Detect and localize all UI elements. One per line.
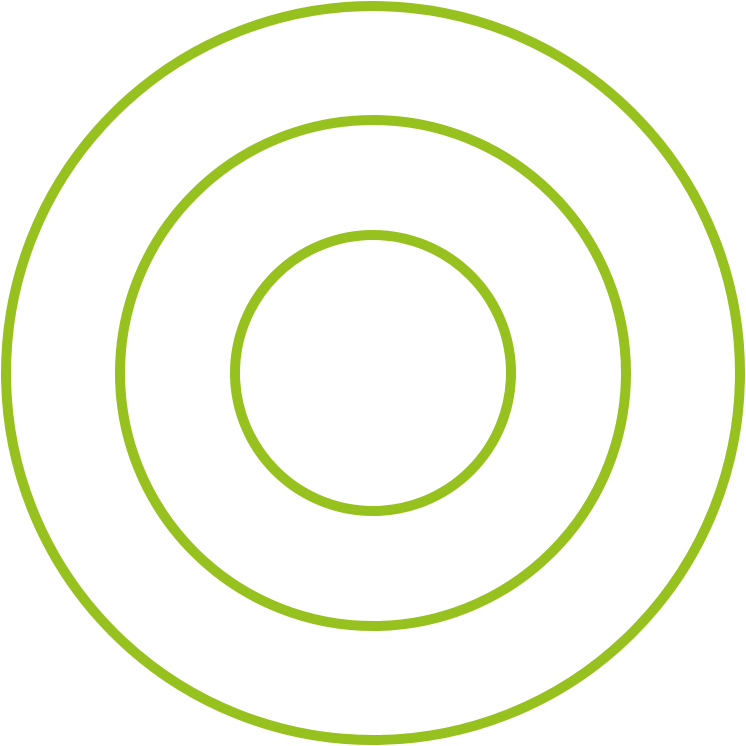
inner-ring xyxy=(230,230,516,516)
middle-ring xyxy=(115,115,631,631)
